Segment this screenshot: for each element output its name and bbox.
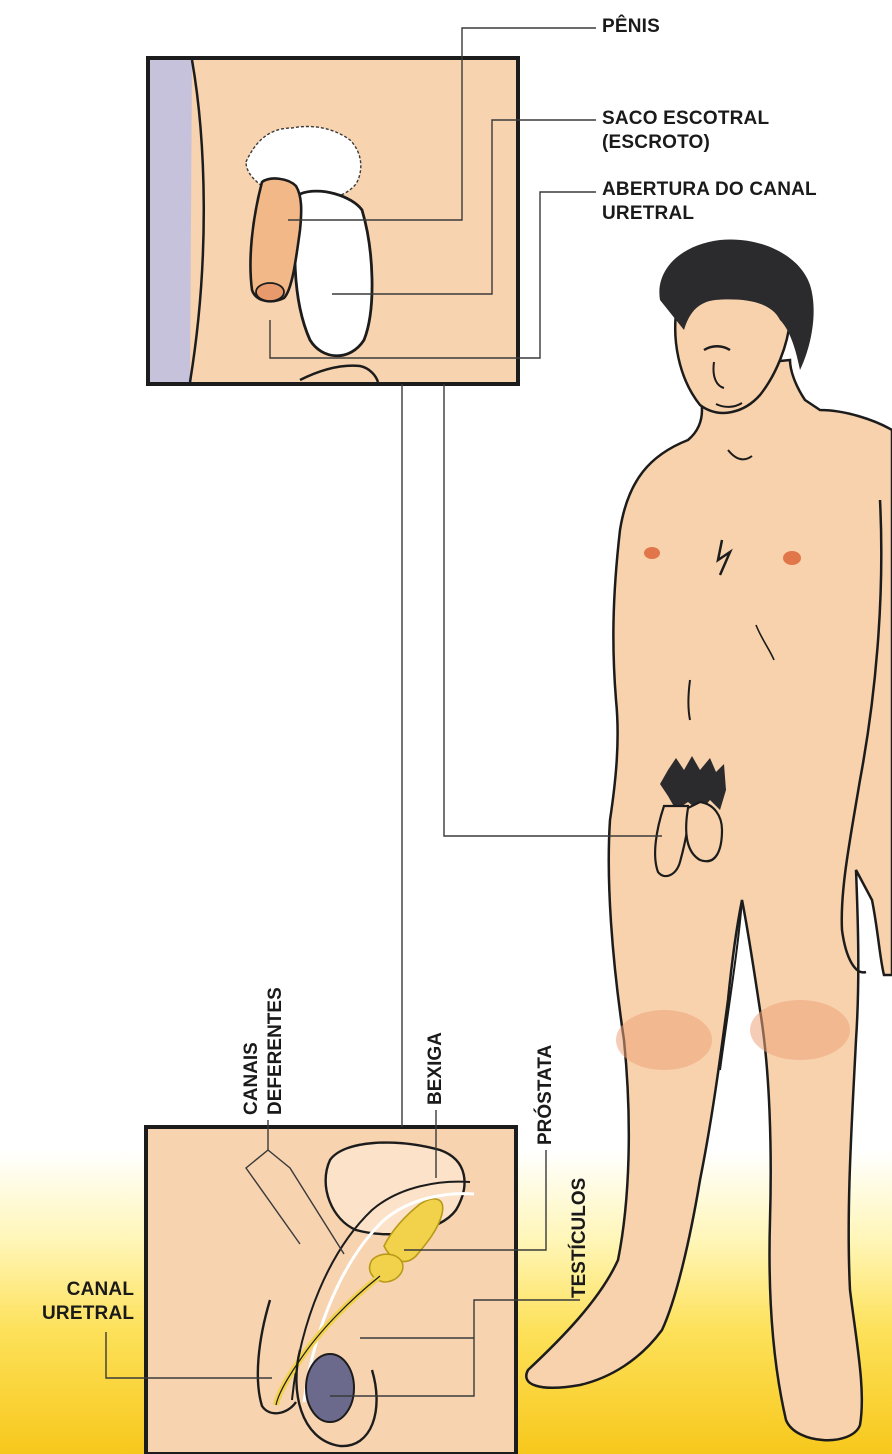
label-prostata: PRÓSTATA [534,1045,558,1145]
nipple-left [644,547,660,559]
figure-scrotum [686,802,722,861]
label-penis: PÊNIS [602,15,660,39]
top-inset-scrotum [295,191,372,356]
bottom-inset [146,1127,516,1454]
bottom-inset-bladder [326,1143,465,1235]
label-scrotum-line1: SACO ESCOTRAL [602,107,769,131]
label-testiculos: TESTÍCULOS [568,1178,592,1298]
top-inset-glans [256,283,284,301]
label-urethra-opening-line1: ABERTURA DO CANAL [602,178,817,202]
top-inset-thigh-band [150,60,192,382]
bottom-inset-testis [306,1354,354,1422]
label-canal-uretral-line2: URETRAL [42,1302,134,1326]
knee-shade-right [750,1000,850,1060]
label-bexiga: BEXIGA [424,1032,448,1105]
label-urethra-opening: ABERTURA DO CANAL URETRAL [602,178,817,226]
label-canal-uretral: CANAL URETRAL [42,1278,134,1326]
nipple-right [783,551,801,565]
label-scrotum: SACO ESCOTRAL (ESCROTO) [602,107,769,155]
label-canais-line2: DEFERENTES [264,987,288,1115]
label-scrotum-line2: (ESCROTO) [602,131,769,155]
label-urethra-opening-line2: URETRAL [602,202,817,226]
label-canais-line1: CANAIS [240,987,264,1115]
knee-shade-left [616,1010,712,1070]
label-canais-deferentes: CANAIS DEFERENTES [240,987,288,1115]
label-canal-uretral-line1: CANAL [42,1278,134,1302]
